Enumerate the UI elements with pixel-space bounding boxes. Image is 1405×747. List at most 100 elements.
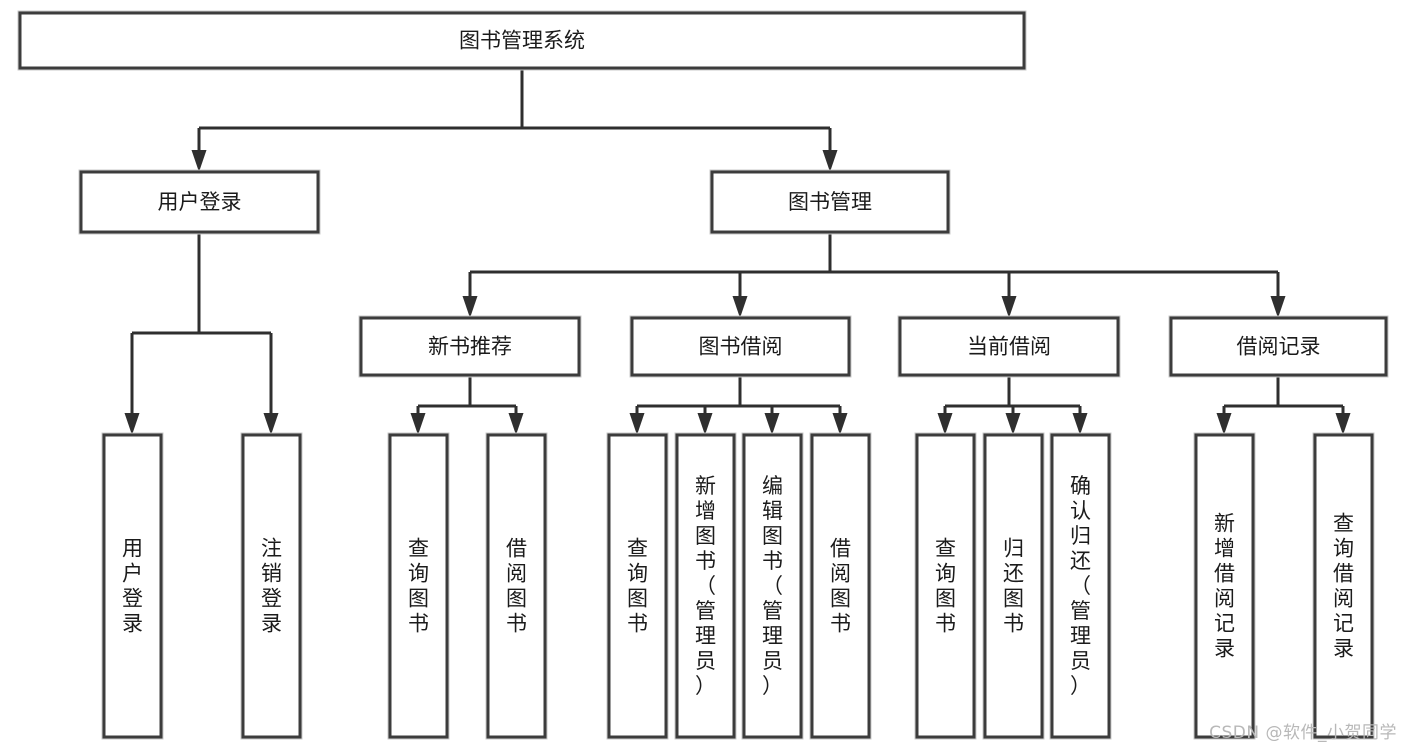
node-box xyxy=(79,170,320,234)
node-box xyxy=(359,316,581,377)
arrow-head-icon xyxy=(732,296,748,318)
node-root-图书管理系统-0[interactable]: 图书管理系统 xyxy=(17,10,1027,71)
node-box xyxy=(1169,316,1388,377)
arrow-head-icon xyxy=(937,413,953,435)
node-box xyxy=(1050,433,1111,739)
node-layer: 图书管理系统用户登录图书管理新书推荐图书借阅当前借阅借阅记录用户登录注销登录查询… xyxy=(17,10,1389,740)
node-box xyxy=(486,433,547,739)
node-label: 用户登录 xyxy=(122,537,143,636)
node-label: 图书管理系统 xyxy=(459,29,585,53)
arrow-head-icon xyxy=(191,150,207,172)
node-box-outline xyxy=(358,315,582,378)
node-box-outline xyxy=(101,432,164,740)
node-label: 查询图书 xyxy=(408,537,429,636)
node-box xyxy=(983,433,1044,739)
node-leaf-新增借阅记录-11[interactable]: 新增借阅记录 xyxy=(1193,432,1256,740)
node-leaf-查询图书-4[interactable]: 查询图书 xyxy=(606,432,669,740)
node-label: 借阅记录 xyxy=(1237,335,1321,359)
node-leaf-查询图书-2[interactable]: 查询图书 xyxy=(387,432,450,740)
node-box-outline xyxy=(240,432,303,740)
node-label: 新书推荐 xyxy=(428,335,512,359)
node-box-outline xyxy=(1168,315,1389,378)
node-box-outline xyxy=(629,315,852,378)
node-box xyxy=(1194,433,1255,739)
node-label: 当前借阅 xyxy=(967,335,1051,359)
node-label: 归还图书 xyxy=(1003,537,1024,636)
node-box xyxy=(388,433,449,739)
node-leaf-归还图书-9[interactable]: 归还图书 xyxy=(982,432,1045,740)
node-box xyxy=(742,433,803,739)
node-label: 用户登录 xyxy=(158,190,242,214)
node-leaf-用户登录-0[interactable]: 用户登录 xyxy=(101,432,164,740)
node-label: 查询图书 xyxy=(935,537,956,636)
node-label: 借阅图书 xyxy=(506,537,527,636)
node-leaf-借阅图书-7[interactable]: 借阅图书 xyxy=(809,432,872,740)
node-box-outline xyxy=(78,169,321,235)
node-label: 借阅图书 xyxy=(830,537,851,636)
node-box xyxy=(1313,433,1374,739)
arrow-head-icon xyxy=(263,413,279,435)
arrow-head-icon xyxy=(1005,413,1021,435)
node-box xyxy=(607,433,668,739)
node-box xyxy=(710,170,950,234)
arrow-head-icon xyxy=(1216,413,1232,435)
arrow-head-icon xyxy=(1270,296,1286,318)
node-box xyxy=(241,433,302,739)
node-box-outline xyxy=(1049,432,1112,740)
node-l2-新书推荐-0[interactable]: 新书推荐 xyxy=(358,315,582,378)
node-box xyxy=(102,433,163,739)
node-box-outline xyxy=(982,432,1045,740)
node-label: 图书管理 xyxy=(788,190,872,214)
node-box-outline xyxy=(1193,432,1256,740)
arrow-head-icon xyxy=(410,413,426,435)
node-leaf-注销登录-1[interactable]: 注销登录 xyxy=(240,432,303,740)
arrow-head-icon xyxy=(1001,296,1017,318)
node-box xyxy=(898,316,1120,377)
arrow-head-icon xyxy=(822,150,838,172)
node-label: 新增借阅记录 xyxy=(1214,512,1235,661)
node-box-outline xyxy=(1312,432,1375,740)
arrow-head-icon xyxy=(697,413,713,435)
node-label: 编辑图书（管理员） xyxy=(762,474,783,698)
node-l1-用户登录-0[interactable]: 用户登录 xyxy=(78,169,321,235)
node-l1-图书管理-1[interactable]: 图书管理 xyxy=(709,169,951,235)
node-box-outline xyxy=(674,432,737,740)
node-box xyxy=(630,316,851,377)
node-label: 确认归还（管理员） xyxy=(1070,474,1091,698)
node-box-outline xyxy=(709,169,951,235)
csdn-watermark: CSDN @软件_小贺同学 xyxy=(1209,723,1397,743)
arrow-head-icon xyxy=(462,296,478,318)
node-leaf-编辑图书管理员-6[interactable]: 编辑图书（管理员） xyxy=(741,432,804,740)
arrow-head-icon xyxy=(1072,413,1088,435)
node-label: 查询借阅记录 xyxy=(1333,512,1354,661)
arrow-head-icon xyxy=(124,413,140,435)
node-l2-借阅记录-3[interactable]: 借阅记录 xyxy=(1168,315,1389,378)
node-box-outline xyxy=(914,432,977,740)
node-leaf-查询图书-8[interactable]: 查询图书 xyxy=(914,432,977,740)
arrow-head-icon xyxy=(508,413,524,435)
node-label: 新增图书（管理员） xyxy=(695,474,716,698)
node-box xyxy=(18,11,1026,70)
node-box-outline xyxy=(485,432,548,740)
node-leaf-新增图书管理员-5[interactable]: 新增图书（管理员） xyxy=(674,432,737,740)
node-box-outline xyxy=(897,315,1121,378)
node-l2-当前借阅-2[interactable]: 当前借阅 xyxy=(897,315,1121,378)
node-leaf-查询借阅记录-12[interactable]: 查询借阅记录 xyxy=(1312,432,1375,740)
arrow-head-icon xyxy=(1335,413,1351,435)
node-box xyxy=(915,433,976,739)
arrow-head-icon xyxy=(832,413,848,435)
node-l2-图书借阅-1[interactable]: 图书借阅 xyxy=(629,315,852,378)
node-box-outline xyxy=(17,10,1027,71)
node-leaf-确认归还管理员-10[interactable]: 确认归还（管理员） xyxy=(1049,432,1112,740)
arrow-head-icon xyxy=(764,413,780,435)
node-box xyxy=(810,433,871,739)
node-label: 注销登录 xyxy=(261,537,282,636)
node-box-outline xyxy=(809,432,872,740)
node-label: 查询图书 xyxy=(627,537,648,636)
node-leaf-借阅图书-3[interactable]: 借阅图书 xyxy=(485,432,548,740)
connector-layer xyxy=(124,68,1351,435)
node-label: 图书借阅 xyxy=(699,335,783,359)
node-box-outline xyxy=(606,432,669,740)
